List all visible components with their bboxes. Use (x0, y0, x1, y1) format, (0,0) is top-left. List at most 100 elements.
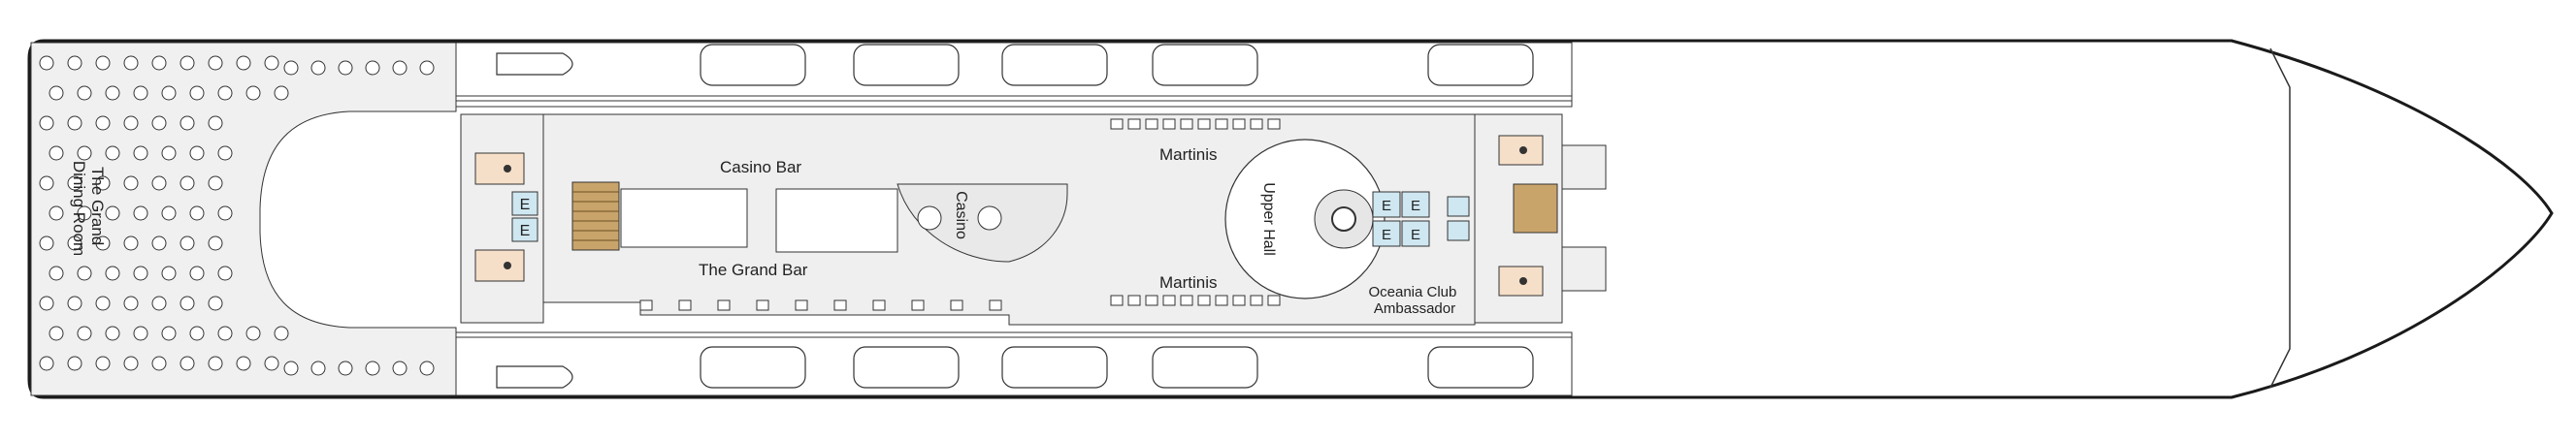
table-icon (1267, 118, 1281, 130)
lifeboat-icon (1001, 44, 1108, 86)
table-icon (274, 326, 289, 341)
table-icon (872, 299, 886, 311)
elevator-fwd-2 (1401, 191, 1430, 218)
table-icon (338, 361, 353, 376)
table-icon (1250, 118, 1263, 130)
table-icon (95, 296, 111, 311)
lifeboat-icon (1427, 44, 1534, 86)
table-icon (105, 85, 120, 101)
table-icon (151, 55, 167, 71)
table-icon (161, 145, 177, 161)
casino-bar-label: Casino Bar (720, 158, 801, 176)
table-icon (236, 356, 251, 371)
table-icon (39, 55, 54, 71)
lifeboat-icon (1001, 346, 1108, 389)
table-icon (179, 296, 195, 311)
restroom-icon (1519, 146, 1527, 154)
table-icon (133, 326, 148, 341)
grand-bar-counter (620, 188, 748, 248)
table-icon (67, 55, 82, 71)
table-icon (639, 299, 653, 311)
table-icon (67, 356, 82, 371)
table-icon (95, 55, 111, 71)
table-icon (123, 115, 139, 131)
table-icon (678, 299, 692, 311)
table-icon (95, 356, 111, 371)
table-icon (133, 205, 148, 221)
table-icon (264, 55, 279, 71)
table-icon (77, 266, 92, 281)
table-icon (161, 85, 177, 101)
grand-dining-room-label: The Grand Dining Room (70, 161, 107, 256)
table-icon (208, 55, 223, 71)
table-icon (67, 175, 82, 191)
table-icon (392, 60, 408, 76)
lifeboats-bottom (496, 346, 1534, 389)
grand-dining-room-label-line2: Dining Room (70, 161, 88, 256)
table-icon (1215, 118, 1228, 130)
grand-dining-room-area (30, 42, 457, 396)
table-icon (49, 326, 64, 341)
table-icon (911, 299, 925, 311)
table-icon (189, 266, 205, 281)
table-icon (77, 205, 92, 221)
table-icon (1145, 118, 1158, 130)
elevator-icon: E (1411, 227, 1420, 243)
elevator-icon: E (520, 197, 531, 213)
restroom-icon (504, 262, 511, 269)
table-icon (95, 115, 111, 131)
lifeboats-top (496, 44, 1534, 86)
table-icon (217, 326, 233, 341)
table-icon (1110, 118, 1124, 130)
stair-icon (571, 181, 620, 251)
table-icon (151, 296, 167, 311)
table-icon (189, 145, 205, 161)
table-icon (123, 175, 139, 191)
table-icon (1215, 295, 1228, 306)
elevator-icon: E (520, 223, 531, 239)
oceania-club-label: Oceania Club Ambassador (1368, 284, 1460, 317)
elevator-club-2 (1447, 220, 1470, 241)
lifeboat-icon (1152, 44, 1258, 86)
table-icon (49, 145, 64, 161)
table-icon (179, 115, 195, 131)
table-icon (77, 85, 92, 101)
table-icon (67, 236, 82, 251)
table-icon (95, 236, 111, 251)
table-icon (245, 326, 261, 341)
table-icon (1110, 295, 1124, 306)
table-icon (179, 175, 195, 191)
table-icon (77, 326, 92, 341)
table-icon (151, 175, 167, 191)
table-icon (1250, 295, 1263, 306)
elevator-icon: E (1382, 227, 1391, 243)
table-icon (161, 266, 177, 281)
casino-table (917, 205, 942, 231)
table-icon (833, 299, 847, 311)
restroom-aft-bottom (474, 249, 525, 282)
table-icon (67, 296, 82, 311)
elevator-fwd-4 (1401, 220, 1430, 247)
martinis-bottom-label: Martinis (1159, 273, 1218, 292)
table-icon (338, 60, 353, 76)
table-icon (161, 205, 177, 221)
piano-icon (1331, 206, 1356, 232)
table-icon (189, 326, 205, 341)
table-icon (1232, 118, 1246, 130)
table-icon (264, 356, 279, 371)
table-icon (419, 361, 435, 376)
table-icon (77, 145, 92, 161)
restroom-icon (504, 165, 511, 173)
table-icon (1180, 295, 1193, 306)
table-icon (208, 175, 223, 191)
upper-hall-rotunda (1224, 139, 1386, 299)
table-icon (1127, 118, 1141, 130)
table-icon (133, 266, 148, 281)
table-icon (105, 205, 120, 221)
table-icon (105, 326, 120, 341)
table-icon (310, 361, 326, 376)
table-icon (717, 299, 731, 311)
table-icon (49, 205, 64, 221)
martinis-top-label: Martinis (1159, 145, 1218, 164)
